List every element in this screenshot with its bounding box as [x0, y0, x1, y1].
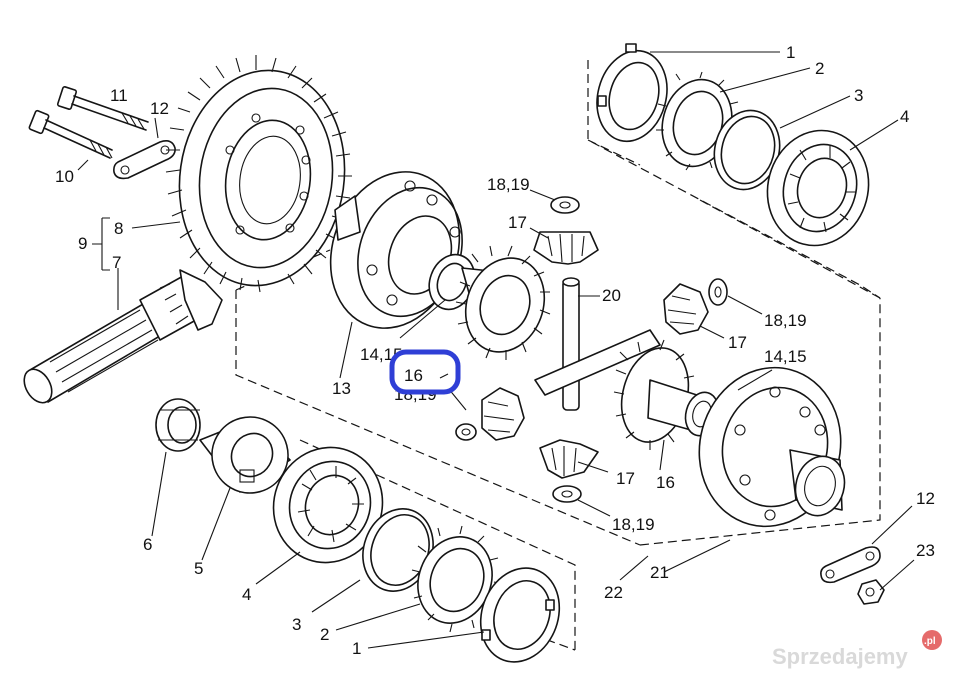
label-3-top: 3 — [854, 86, 863, 105]
label-18-19-bottom: 18,19 — [612, 515, 655, 534]
label-2-top: 2 — [815, 59, 824, 78]
label-12-right: 12 — [916, 489, 935, 508]
label-11: 11 — [110, 86, 128, 105]
watermark-badge-icon — [922, 630, 942, 650]
highlight-marker — [389, 349, 461, 395]
label-17-right: 17 — [728, 333, 747, 352]
label-9: 9 — [78, 234, 87, 253]
label-13: 13 — [332, 379, 351, 398]
label-23: 23 — [916, 541, 935, 560]
label-18-19-top: 18,19 — [487, 175, 530, 194]
part-labels: 1 2 3 4 11 12 10 8 9 7 18,19 17 20 18,19… — [55, 43, 935, 658]
label-7: 7 — [112, 253, 121, 272]
differential-case-right — [698, 366, 846, 528]
label-1-bottom: 1 — [352, 639, 361, 658]
watermark-badge: .pl — [924, 636, 936, 647]
label-22: 22 — [604, 583, 623, 602]
bearing-set-bottom — [155, 398, 561, 663]
label-10: 10 — [55, 167, 74, 186]
bearing-set-top — [596, 43, 870, 247]
pinion-gears — [455, 196, 728, 503]
tab-washer-right — [820, 546, 885, 605]
label-5: 5 — [194, 559, 203, 578]
label-6: 6 — [143, 535, 152, 554]
watermark: Sprzedajemy .pl — [772, 630, 942, 669]
label-17-bottom: 17 — [616, 469, 635, 488]
label-20: 20 — [602, 286, 621, 305]
label-3-bottom: 3 — [292, 615, 301, 634]
bolts — [28, 86, 176, 180]
highlighted-part-16[interactable]: 16 — [389, 349, 461, 395]
label-4-bottom: 4 — [242, 585, 251, 604]
label-2-bottom: 2 — [320, 625, 329, 644]
side-gear-left — [428, 245, 551, 360]
pinion-shaft — [23, 269, 223, 404]
label-1-top: 1 — [786, 43, 795, 62]
label-21: 21 — [650, 563, 669, 582]
label-4-top: 4 — [900, 107, 909, 126]
label-18-19-right: 18,19 — [764, 311, 807, 330]
label-14-15-right: 14,15 — [764, 347, 807, 366]
differential-case-left — [329, 171, 463, 329]
label-16-right: 16 — [656, 473, 675, 492]
label-12-left: 12 — [150, 99, 169, 118]
label-17-top: 17 — [508, 213, 527, 232]
crown-wheel — [165, 55, 352, 293]
watermark-text: Sprzedajemy — [772, 644, 908, 669]
label-16-circled: 16 — [404, 366, 423, 385]
side-gear-right — [613, 339, 720, 450]
label-8: 8 — [114, 219, 123, 238]
